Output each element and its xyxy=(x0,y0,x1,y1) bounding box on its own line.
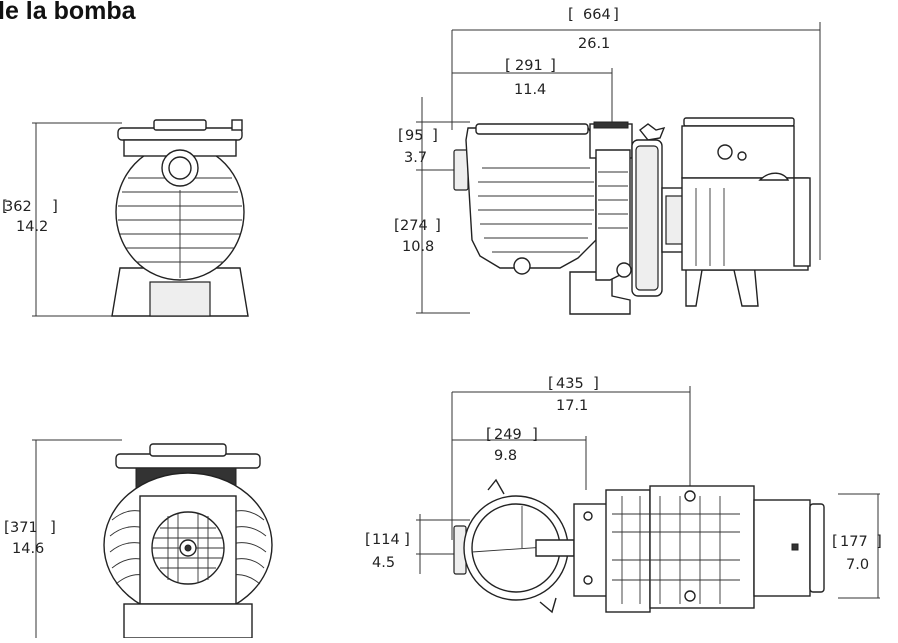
rear-height-mm: 371 xyxy=(10,520,38,536)
top-length-in: 17.1 xyxy=(556,398,588,414)
side-inlet-in: 10.8 xyxy=(402,239,434,255)
rear-height-in: 14.6 xyxy=(12,541,44,557)
side-length-in: 26.1 xyxy=(578,36,610,52)
svg-text:[: [ xyxy=(832,532,838,550)
svg-text:]: ] xyxy=(876,532,882,550)
svg-text:]: ] xyxy=(613,5,619,23)
side-inlet-mm: 274 xyxy=(400,218,428,234)
svg-text:]: ] xyxy=(532,425,538,443)
top-motor-width-mm: 177 xyxy=(840,534,868,550)
svg-text:[: [ xyxy=(394,216,400,234)
top-inlet-mm: 114 xyxy=(372,532,400,548)
front-height-in: 14.2 xyxy=(16,219,48,235)
svg-text:]: ] xyxy=(52,197,58,215)
svg-text:[: [ xyxy=(548,374,554,392)
svg-text:[: [ xyxy=(568,5,574,23)
svg-text:]: ] xyxy=(50,518,56,536)
side-strainer-in: 11.4 xyxy=(514,82,546,98)
top-length-mm: 435 xyxy=(556,376,584,392)
svg-text:]: ] xyxy=(435,216,441,234)
svg-text:[: [ xyxy=(486,425,492,443)
rear-view: [ 371 ] 14.6 xyxy=(4,439,273,639)
front-view: 362 [ ] 14.2 xyxy=(2,119,249,317)
svg-text:[: [ xyxy=(505,56,511,74)
svg-text:[: [ xyxy=(2,197,8,215)
top-strainer-in: 9.8 xyxy=(494,448,517,464)
side-strainer-mm: 291 xyxy=(515,58,543,74)
sheet-title: le la bomba xyxy=(0,0,136,25)
side-length-mm: 664 xyxy=(583,7,611,23)
side-top-mm: 95 xyxy=(405,128,423,144)
top-inlet-in: 4.5 xyxy=(372,555,395,571)
svg-text:]: ] xyxy=(404,530,410,548)
top-strainer-mm: 249 xyxy=(494,427,522,443)
svg-text:]: ] xyxy=(593,374,599,392)
top-motor-width-in: 7.0 xyxy=(846,557,869,573)
svg-text:[: [ xyxy=(398,126,404,144)
svg-text:]: ] xyxy=(432,126,438,144)
svg-text:]: ] xyxy=(550,56,556,74)
top-view: [ 435 ] 17.1 [ 249 ] 9.8 [ 114 ] 4.5 [ 1… xyxy=(365,374,882,614)
side-top-in: 3.7 xyxy=(404,150,427,166)
side-view: [ 664 ] 26.1 [ 291 ] 11.4 [ 95 ] 3.7 [ 2… xyxy=(394,5,821,315)
front-height-mm: 362 xyxy=(4,199,32,215)
svg-text:[: [ xyxy=(4,518,10,536)
svg-text:[: [ xyxy=(365,530,371,548)
